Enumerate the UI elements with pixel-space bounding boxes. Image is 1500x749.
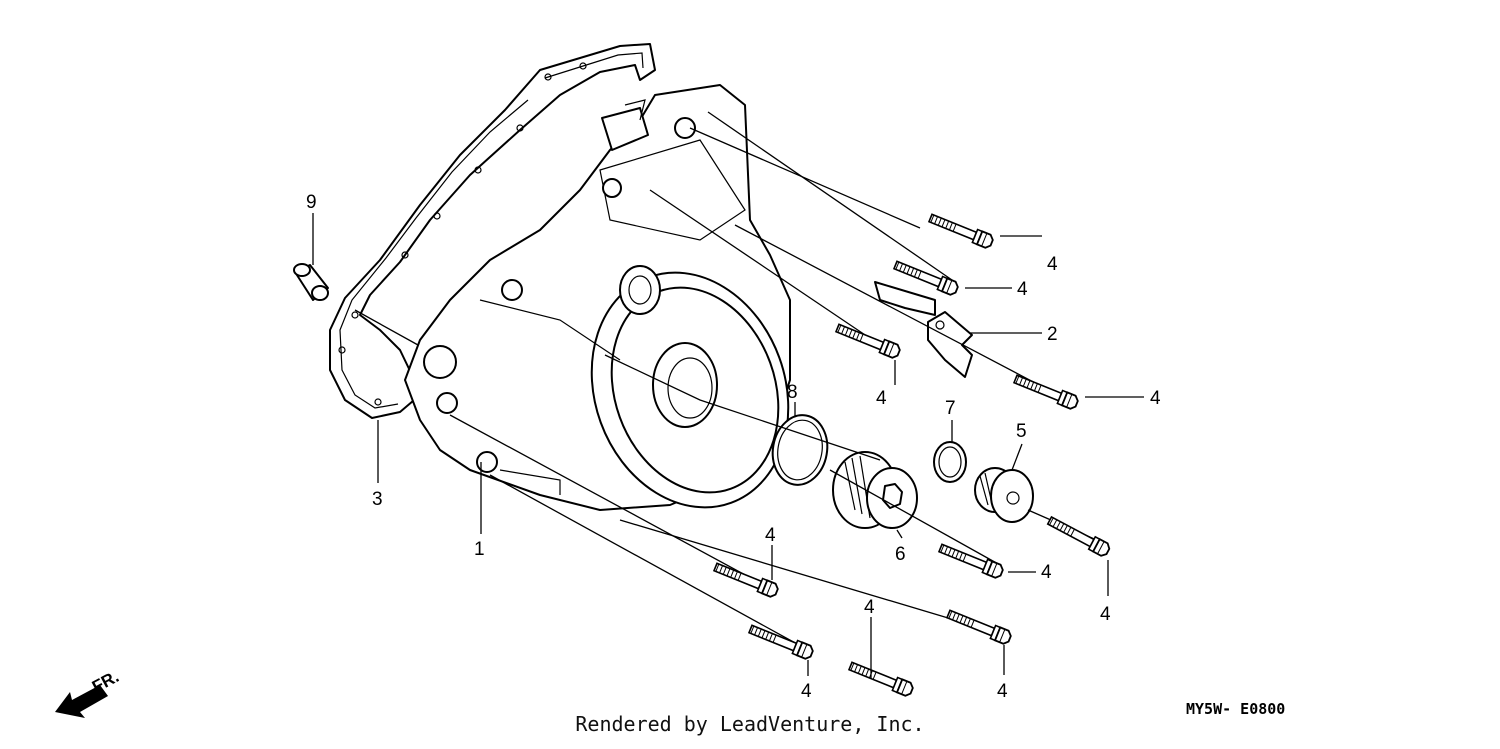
footer-text: Rendered by LeadVenture, Inc.	[575, 712, 925, 736]
flange-bolt	[746, 621, 816, 662]
callout-5: 5	[1016, 421, 1027, 442]
callout-leaders	[312, 213, 1144, 678]
callout-4: 4	[765, 525, 776, 546]
callout-4: 4	[1017, 279, 1028, 300]
bracket	[874, 281, 973, 378]
leader-lines	[354, 111, 1109, 651]
callout-3: 3	[372, 489, 383, 510]
callout-9: 9	[306, 192, 317, 213]
callout-4: 4	[997, 681, 1008, 702]
callout-4: 4	[876, 388, 887, 409]
diagram-code: MY5W- E0800	[1186, 700, 1286, 718]
timing-hole-cap	[832, 451, 918, 529]
callout-4: 4	[864, 597, 875, 618]
flange-bolt	[944, 606, 1014, 647]
flange-bolt	[926, 210, 996, 251]
callout-7: 7	[945, 398, 956, 419]
front-direction-arrow: FR.	[55, 667, 122, 718]
gasket	[329, 43, 656, 419]
callout-1: 1	[474, 539, 485, 560]
crankshaft-hole-cap	[974, 467, 1034, 523]
flange-bolt	[711, 559, 781, 600]
callouts: 9 3 1 4 4 2 4 4 8 7 5 6 4 4 4 4 4 4	[306, 192, 1161, 702]
callout-6: 6	[895, 544, 906, 565]
flange-bolt	[1045, 513, 1113, 559]
flange-bolt	[1011, 371, 1081, 412]
left-crankcase-cover	[404, 84, 791, 511]
callout-4: 4	[801, 681, 812, 702]
flange-bolt	[846, 658, 916, 699]
callout-4: 4	[1100, 604, 1111, 625]
flange-bolt	[833, 320, 903, 361]
callout-4: 4	[1041, 562, 1052, 583]
callout-4: 4	[1150, 388, 1161, 409]
o-ring-large	[771, 414, 829, 486]
dowel-pin	[293, 263, 329, 301]
flange-bolt	[936, 540, 1006, 581]
callout-8: 8	[787, 382, 798, 403]
callout-2: 2	[1047, 324, 1058, 345]
o-ring-small	[933, 441, 967, 483]
callout-4: 4	[1047, 254, 1058, 275]
